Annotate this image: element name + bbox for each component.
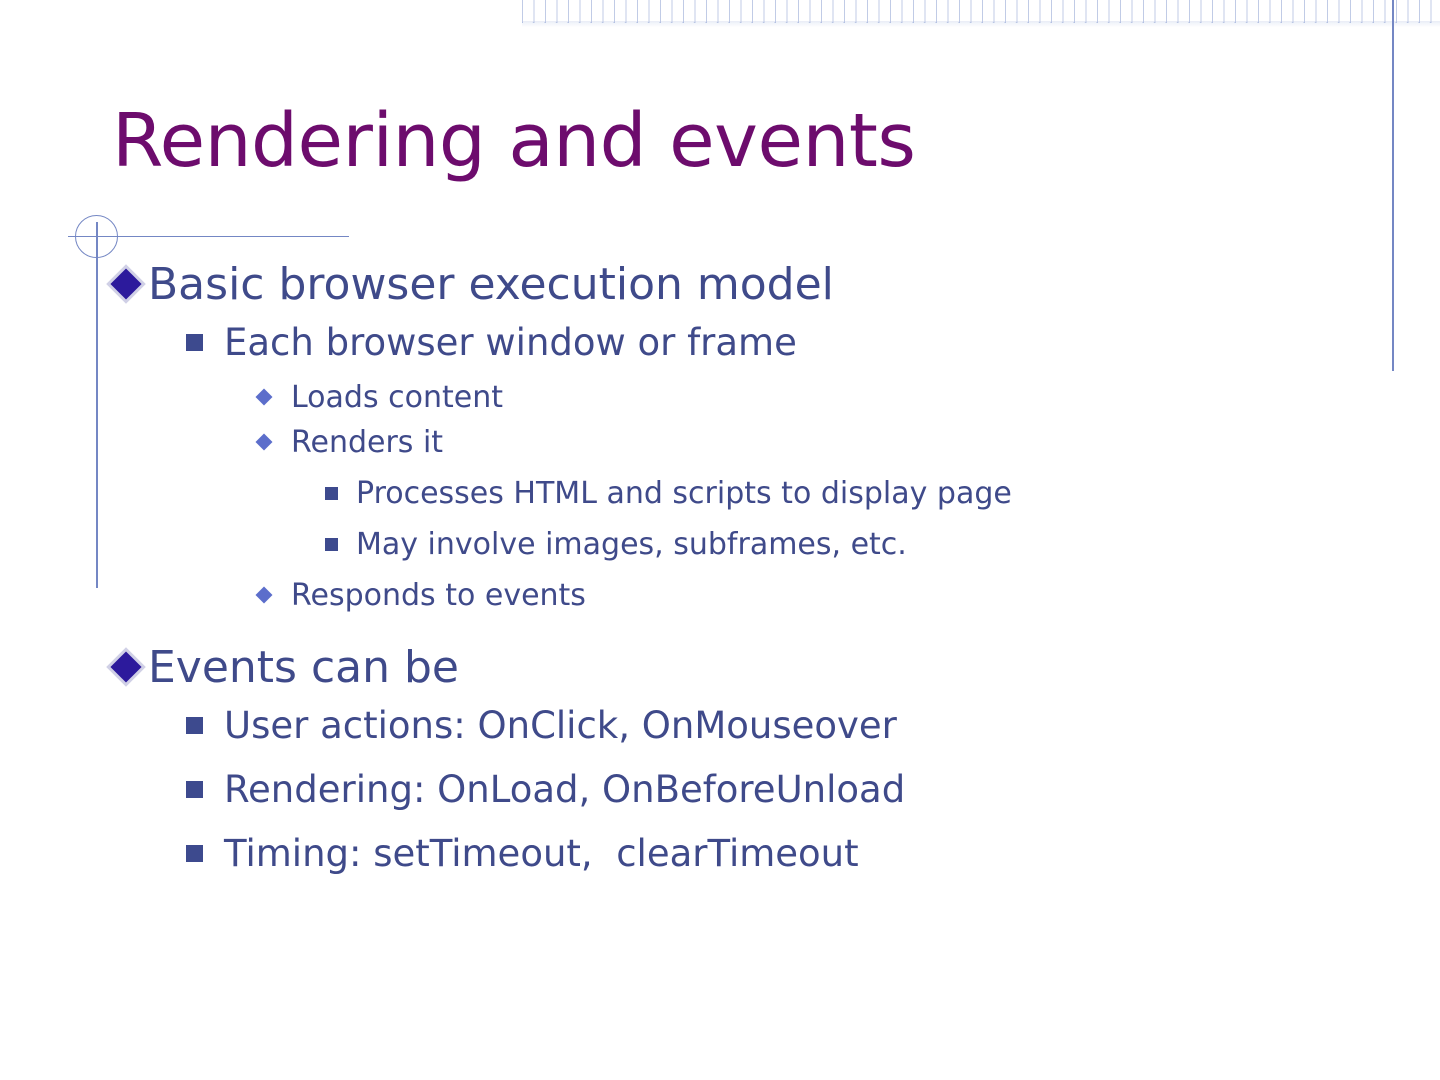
square-bullet-icon [186,845,203,862]
list-item: User actions: OnClick, OnMouseover [0,701,1440,751]
list-item-label: Responds to events [291,578,586,613]
cross-hatch-pattern-icon [522,0,1440,27]
slide-body: Basic browser execution model Each brows… [0,256,1440,893]
square-bullet-icon [186,781,203,798]
list-item-label: Renders it [291,425,444,460]
decorative-right-vertical-line [1392,0,1394,371]
decorative-horizontal-line [68,236,349,237]
diamond-bullet-icon [112,653,142,683]
list-item: Basic browser execution model [0,256,1440,314]
list-item-label: Each browser window or frame [224,321,797,364]
list-item: Processes HTML and scripts to display pa… [0,472,1440,515]
page-title: Rendering and events [112,98,916,184]
decorative-left-vertical-line [96,222,98,588]
small-square-bullet-icon [325,538,338,551]
list-item: Each browser window or frame [0,318,1440,368]
list-item: Renders it [0,421,1440,464]
list-item: Responds to events [0,574,1440,617]
list-item-label: Timing: setTimeout, clearTimeout [224,832,859,875]
small-square-bullet-icon [325,487,338,500]
list-item: May involve images, subframes, etc. [0,523,1440,566]
list-item-label: Events can be [148,642,459,693]
list-item: Loads content [0,376,1440,419]
list-item-label: Processes HTML and scripts to display pa… [356,476,1012,511]
diamond-bullet-icon [112,270,142,300]
list-item-label: Rendering: OnLoad, OnBeforeUnload [224,768,906,811]
small-diamond-bullet-icon [255,388,273,406]
list-item-label: User actions: OnClick, OnMouseover [224,704,897,747]
square-bullet-icon [186,717,203,734]
list-item: Rendering: OnLoad, OnBeforeUnload [0,765,1440,815]
small-diamond-bullet-icon [255,433,273,451]
list-item: Events can be [0,639,1440,697]
square-bullet-icon [186,334,203,351]
list-item-label: Basic browser execution model [148,259,834,310]
small-diamond-bullet-icon [255,586,273,604]
list-item-label: Loads content [291,380,503,415]
list-item: Timing: setTimeout, clearTimeout [0,829,1440,879]
list-item-label: May involve images, subframes, etc. [356,527,907,562]
